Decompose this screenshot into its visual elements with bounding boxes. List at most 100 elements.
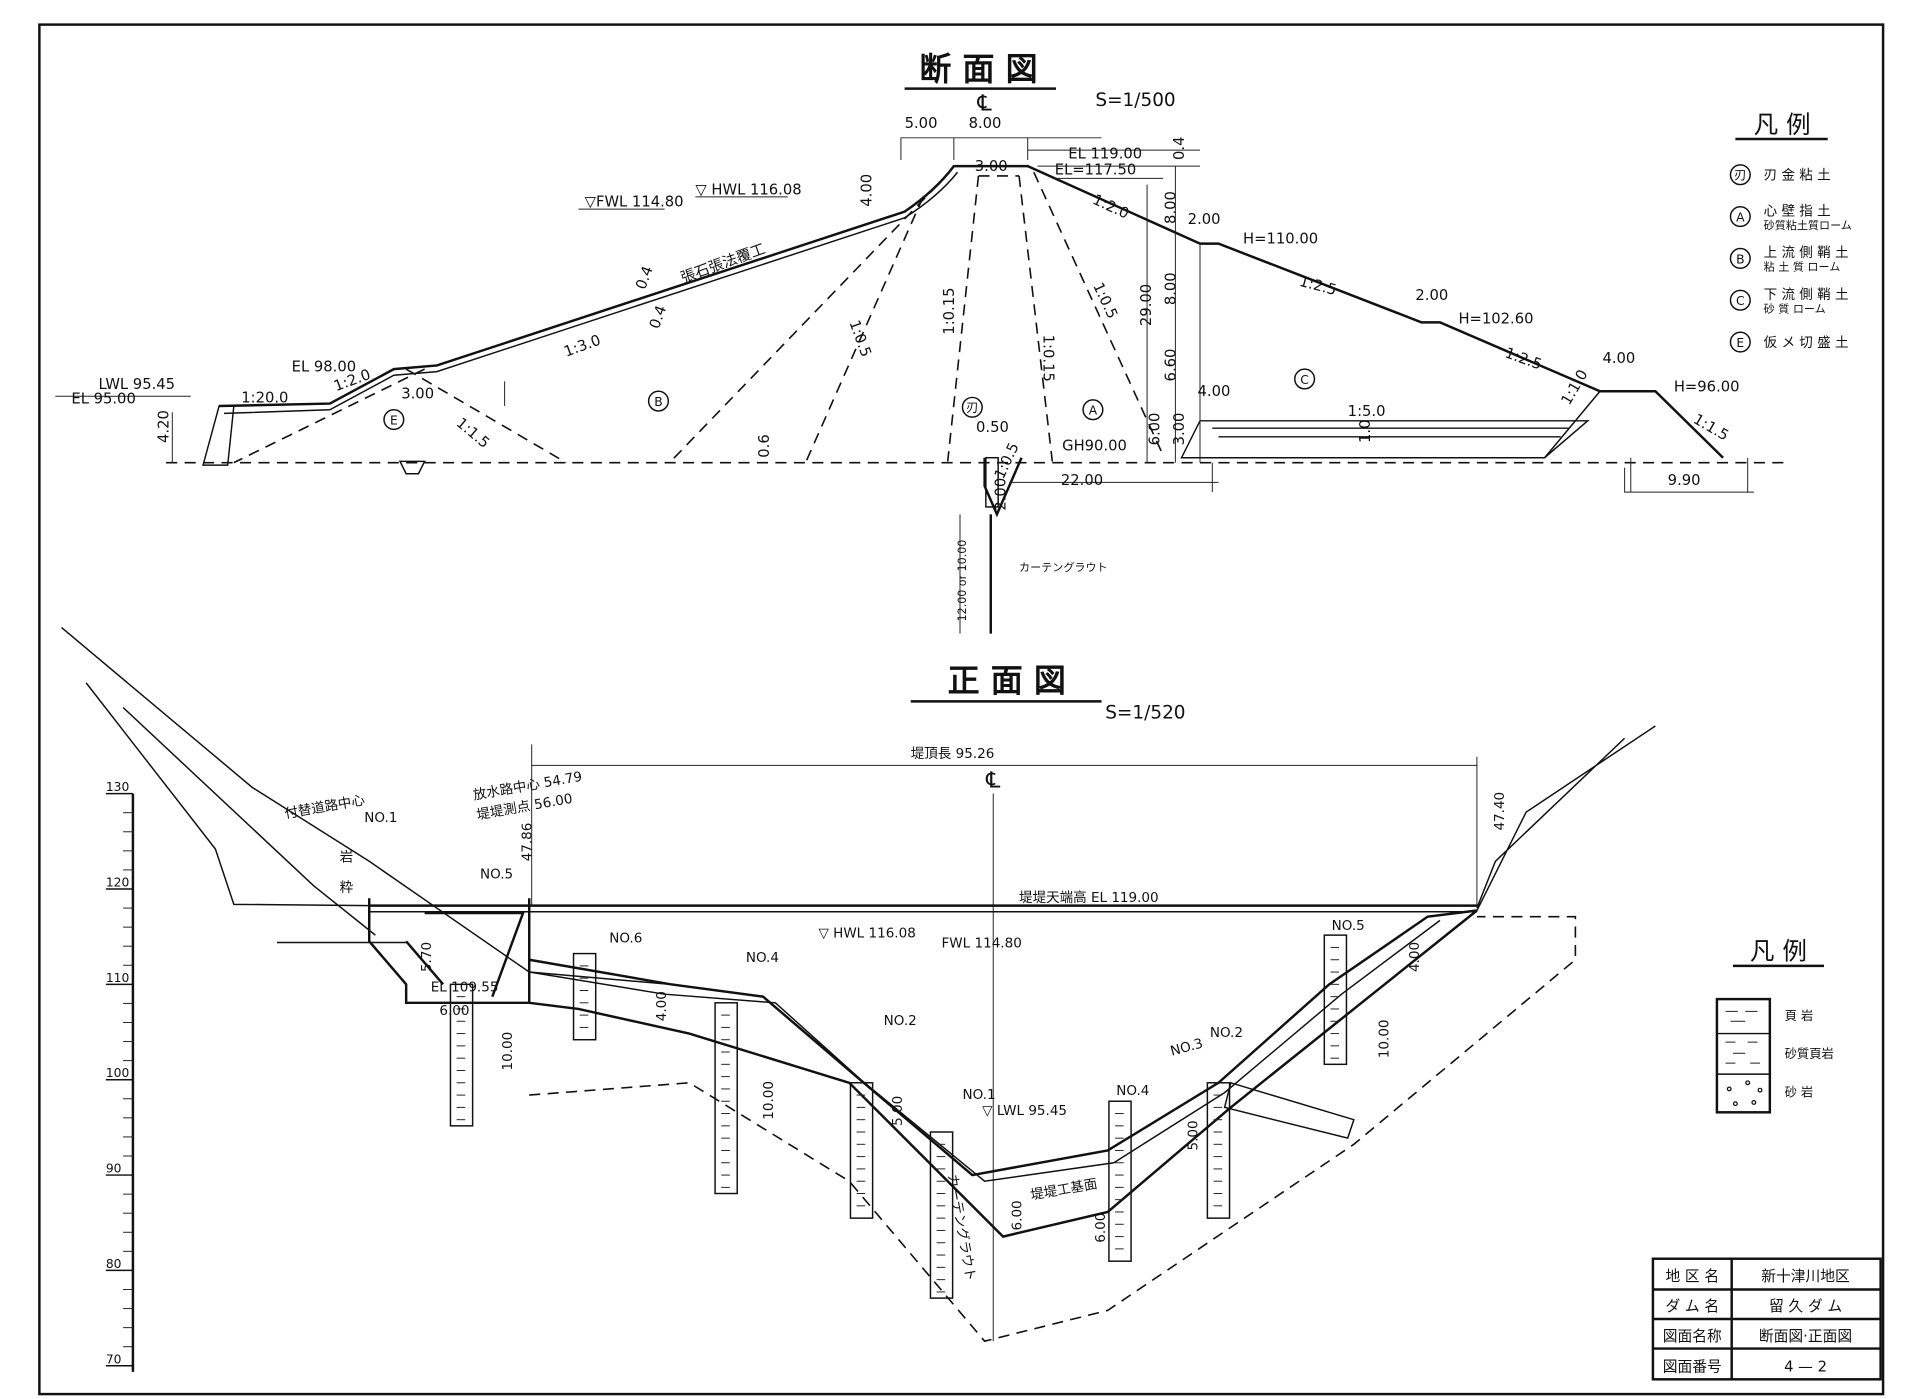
section-label: 1:0.15 xyxy=(1040,335,1057,382)
borehole-column xyxy=(1323,934,1348,1066)
section-label: 8.00 xyxy=(1162,191,1179,224)
foundation-profile xyxy=(529,909,1478,1238)
section-label: 1:1.5 xyxy=(453,415,493,452)
axis-tick-label: 100 xyxy=(106,1066,129,1080)
section-label: 3.00 xyxy=(1171,413,1188,446)
legend-symbol-circle xyxy=(1729,247,1751,269)
cutoff-core xyxy=(985,456,999,508)
section-label: 1:0.5 xyxy=(1089,280,1120,321)
section-label: カーテングラウト xyxy=(1019,560,1108,574)
front-label: NO.4 xyxy=(746,950,779,966)
section-label: H=96.00 xyxy=(1674,378,1740,395)
section-label: 1:0.5 xyxy=(845,318,874,359)
legend-label: 刃 金 粘 土 xyxy=(1764,168,1831,184)
upstream-toe xyxy=(202,405,235,466)
front-label: NO.5 xyxy=(480,867,513,883)
section-label: 4.00 xyxy=(858,174,875,207)
legend-sublabel: 粘 土 質 ローム xyxy=(1764,260,1841,274)
legend-label: 上 流 側 鞘 土 xyxy=(1764,245,1849,261)
front-label: NO.3 xyxy=(1169,1036,1205,1060)
section-label: 1.0 xyxy=(1357,419,1374,442)
legend-symbol: 刃 xyxy=(1734,169,1746,183)
borehole-column xyxy=(929,1131,954,1299)
borehole-column xyxy=(1108,1100,1132,1262)
front-label: 6.00 xyxy=(1093,1213,1109,1243)
section-label: 3.00 xyxy=(975,158,1008,175)
zone-marker-B: B xyxy=(654,395,662,409)
sheet-border xyxy=(38,23,1885,1396)
section-label: EL 98.00 xyxy=(292,359,356,376)
section-label: 1:1.5 xyxy=(1690,411,1731,445)
zone-marker-circle xyxy=(961,396,983,418)
axis-tick-label: 130 xyxy=(106,780,129,794)
title-block-label: 図面名称 xyxy=(1663,1328,1722,1345)
legend-label: 心 壁 指 土 xyxy=(1764,203,1831,219)
cofferdam-boundary xyxy=(233,368,567,464)
section-label: 2.00 xyxy=(1415,287,1448,304)
title-block-value: 留 久 ダ ム xyxy=(1769,1298,1842,1315)
section-label: 1:0.5 xyxy=(991,440,1022,481)
front-label: 堤堤天端高 EL 119.00 xyxy=(1019,889,1159,906)
ground-profile xyxy=(529,909,1478,1177)
front-label: 4.00 xyxy=(654,991,670,1021)
front-label: NO.1 xyxy=(962,1087,995,1103)
front-label: カーテングラウト xyxy=(944,1173,979,1282)
core-profile xyxy=(529,919,1441,1182)
legend-symbol-circle xyxy=(1729,289,1751,311)
legend-symbol-circle xyxy=(1729,164,1751,186)
section-label: EL 119.00 xyxy=(1068,146,1142,163)
title-block-label: ダ ム 名 xyxy=(1665,1298,1719,1315)
section-label: 12.00 or 10.00 xyxy=(956,540,969,622)
front-label: 10.00 xyxy=(500,1032,516,1071)
spillway-structure xyxy=(368,898,531,1005)
section-label: 6.00 xyxy=(1146,413,1163,446)
front-title: 正 面 図 xyxy=(948,662,1066,700)
title-block-value: 4 — 2 xyxy=(1784,1358,1827,1375)
section-label: 4.20 xyxy=(156,410,173,443)
front-label: 10.00 xyxy=(1376,1019,1392,1058)
axis-tick-label: 90 xyxy=(106,1162,122,1176)
small-trench xyxy=(398,460,426,475)
legend-symbol: B xyxy=(1736,252,1744,266)
legend-sublabel: 砂質粘土質ローム xyxy=(1764,218,1852,232)
zone-marker-circle xyxy=(1082,399,1104,421)
section-scale: S=1/500 xyxy=(1095,90,1175,111)
geology-legend-label: 頁 岩 xyxy=(1785,1008,1814,1023)
core-boundary xyxy=(946,175,1054,462)
section-label: 22.00 xyxy=(1061,472,1103,489)
front-label: 5.00 xyxy=(890,1096,906,1126)
front-label: 5.70 xyxy=(419,942,435,972)
front-label: NO.2 xyxy=(1210,1025,1243,1041)
dam-outline xyxy=(219,164,1724,459)
section-label: 0.4 xyxy=(646,303,670,331)
front-label: 47.40 xyxy=(1492,792,1508,831)
section-label: EL=117.50 xyxy=(1055,162,1137,179)
borehole-column xyxy=(572,952,597,1041)
downstream-drain xyxy=(1180,420,1590,459)
section-label: 2.00 xyxy=(993,478,1010,511)
legend-geology-title: 凡 例 xyxy=(1750,937,1807,966)
cutoff-trench xyxy=(983,457,1023,518)
front-label: ▽ HWL 116.08 xyxy=(818,926,915,942)
zone-marker-C: C xyxy=(1300,373,1309,387)
legend-symbol: E xyxy=(1736,336,1744,350)
section-label: 1:0.15 xyxy=(941,287,958,334)
axis-tick-label: 80 xyxy=(106,1257,122,1271)
front-label: 5.00 xyxy=(1186,1120,1202,1150)
title-block-label: 図面番号 xyxy=(1663,1358,1722,1375)
section-label: 4.00 xyxy=(1198,383,1231,400)
section-label: 8.00 xyxy=(1162,272,1179,305)
legend-label: 仮 メ 切 盛 土 xyxy=(1764,335,1849,351)
section-label: GH90.00 xyxy=(1062,437,1127,454)
borehole-column xyxy=(714,1002,738,1195)
zone-marker-E: E xyxy=(390,414,398,428)
section-label: ▽FWL 114.80 xyxy=(585,194,684,211)
front-label: EL 109.55 xyxy=(431,980,499,996)
section-label: 1:2.0 xyxy=(1090,191,1131,222)
section-label: 2.00 xyxy=(1188,211,1221,228)
front-scale: S=1/520 xyxy=(1105,703,1185,724)
